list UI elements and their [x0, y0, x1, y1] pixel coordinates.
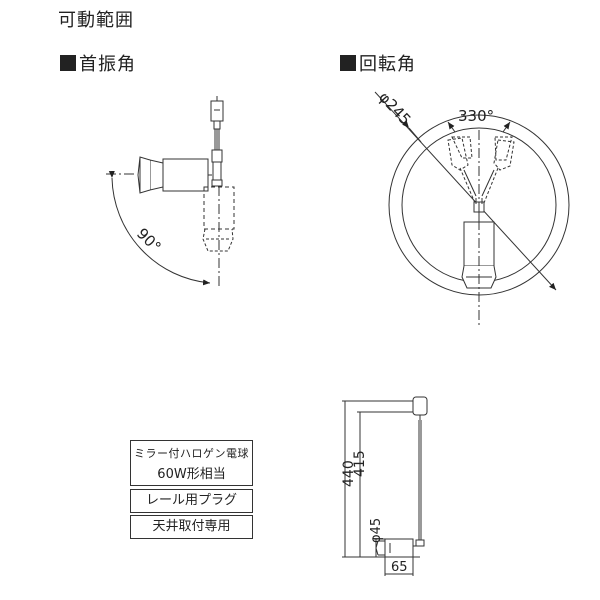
mount-spec-box: レール用プラグ [130, 489, 253, 513]
diameter-value: φ245 [375, 88, 414, 128]
rotation-angle-heading: 回転角 [340, 50, 416, 76]
rotation-diagram [374, 91, 570, 325]
tilt-angle-value: 90° [133, 224, 165, 256]
tilt-angle-heading: 首振角 [60, 50, 136, 76]
bulb-watt-text: 60W形相当 [157, 467, 226, 482]
cord-length-value: 415 [352, 450, 368, 477]
body-diameter-value: φ45 [369, 518, 384, 543]
bulb-type-text: ミラー付ハロゲン電球 [134, 447, 249, 460]
rotation-angle-value: 330° [458, 107, 494, 125]
square-bullet-icon [60, 55, 76, 71]
lamp-head-tilted [162, 158, 209, 192]
usage-spec-box: 天井取付専用 [130, 515, 253, 539]
bulb-spec-box: ミラー付ハロゲン電球 60W形相当 [130, 440, 253, 486]
plug-icon [412, 396, 428, 416]
body-width-value: 65 [391, 560, 408, 575]
plug-icon [210, 100, 224, 122]
rotation-angle-label: 回転角 [359, 54, 416, 75]
total-height-value: 440 [341, 460, 357, 487]
lamp-body-side [384, 538, 414, 558]
dimension-diagram [342, 396, 428, 576]
square-bullet-icon [340, 55, 356, 71]
page-title: 可動範囲 [58, 10, 134, 31]
tilt-diagram [106, 96, 235, 287]
tilt-angle-label: 首振角 [79, 54, 136, 75]
